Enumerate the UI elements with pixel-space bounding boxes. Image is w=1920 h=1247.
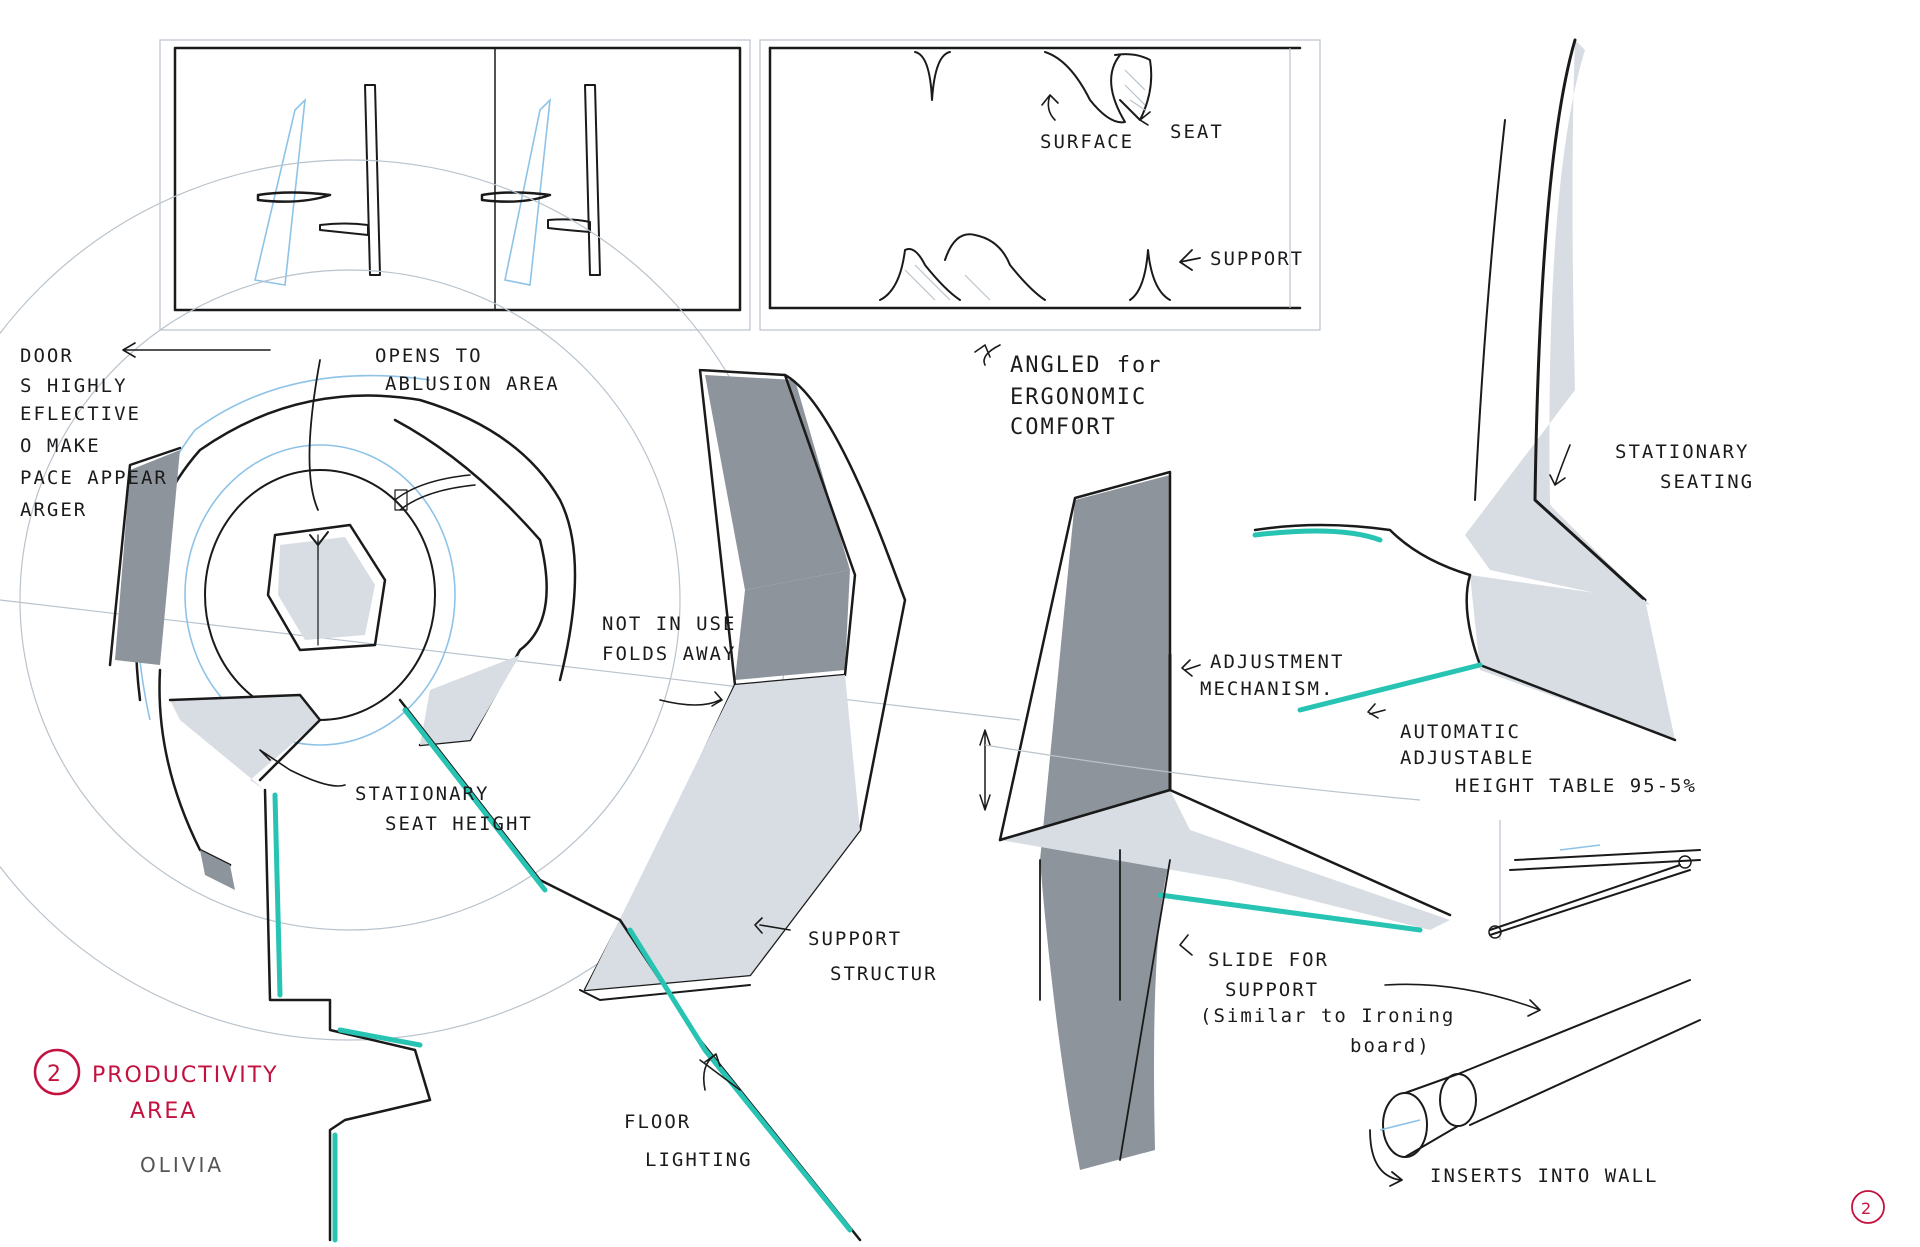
slide-note-3: (Similar to Ironing (1200, 1005, 1455, 1027)
annotation-labels: DOOR S HIGHLY EFLECTIVE O MAKE PACE APPE… (20, 121, 1754, 1187)
door-note-5: PACE APPEAR (20, 467, 168, 489)
support-structure-note-1: SUPPORT (808, 928, 902, 950)
automatic-note-2: ADJUSTABLE (1400, 747, 1534, 769)
stationary-seating-sketch (1252, 38, 1677, 742)
title-number-circle (33, 1048, 81, 1096)
signature: OLIVIA (140, 1153, 224, 1177)
door-note-6: ARGER (20, 499, 87, 521)
not-in-use-note-1: NOT IN USE (602, 613, 736, 635)
folding-table-sketch (979, 470, 1452, 1170)
angled-note-2: ERGONOMIC (1010, 385, 1147, 410)
support-label: SUPPORT (1210, 248, 1304, 270)
mechanism-detail-sketch (1384, 820, 1701, 1017)
seat-label: SEAT (1170, 121, 1224, 143)
door-note-3: EFLECTIVE (20, 403, 141, 425)
angled-note-1: ANGLED for (1010, 353, 1162, 378)
door-note-1: DOOR (20, 345, 74, 367)
stationary-seat-note-1: STATIONARY (355, 783, 489, 805)
wall-insert-detail-sketch (1369, 979, 1701, 1187)
not-in-use-note-2: FOLDS AWAY (602, 643, 736, 665)
elevation-panel-right (759, 39, 1321, 331)
title-line-1: PRODUCTIVITY (92, 1063, 279, 1088)
page-number-mark: 2 (1851, 1190, 1885, 1224)
title-number: 2 (47, 1062, 63, 1087)
stationary-seat-note-2: SEAT HEIGHT (385, 813, 533, 835)
opens-note-2: ABLUSION AREA (385, 373, 560, 395)
slide-note-1: SLIDE FOR (1208, 949, 1329, 971)
automatic-note-1: AUTOMATIC (1400, 721, 1521, 743)
title-block: 2 PRODUCTIVITY AREA OLIVIA (33, 1048, 279, 1177)
slide-note-2: SUPPORT (1225, 979, 1319, 1001)
page-number: 2 (1861, 1199, 1871, 1218)
annotation-leaders (122, 94, 1386, 719)
surface-label: SURFACE (1040, 131, 1134, 153)
floor-lighting-note-1: FLOOR (624, 1111, 691, 1133)
angled-note-3: COMFORT (1010, 415, 1117, 440)
adjustment-note-2: MECHANISM. (1200, 678, 1334, 700)
adjustment-note-1: ADJUSTMENT (1210, 651, 1344, 673)
stationary-seating-note-1: STATIONARY (1615, 441, 1749, 463)
floor-lighting-note-2: LIGHTING (645, 1149, 753, 1171)
opens-note-1: OPENS TO (375, 345, 483, 367)
automatic-note-3: HEIGHT TABLE 95-5% (1455, 775, 1697, 797)
door-note-4: O MAKE (20, 435, 101, 457)
door-note-2: S HIGHLY (20, 375, 128, 397)
corridor-sketch (0, 159, 1021, 1243)
inserts-note: INSERTS INTO WALL (1430, 1165, 1658, 1187)
support-structure-note-2: STRUCTUR (830, 963, 938, 985)
slide-note-4: board) (1350, 1035, 1431, 1057)
elevation-panel-left (159, 39, 751, 331)
stationary-seating-note-2: SEATING (1660, 471, 1754, 493)
title-line-2: AREA (130, 1099, 197, 1124)
